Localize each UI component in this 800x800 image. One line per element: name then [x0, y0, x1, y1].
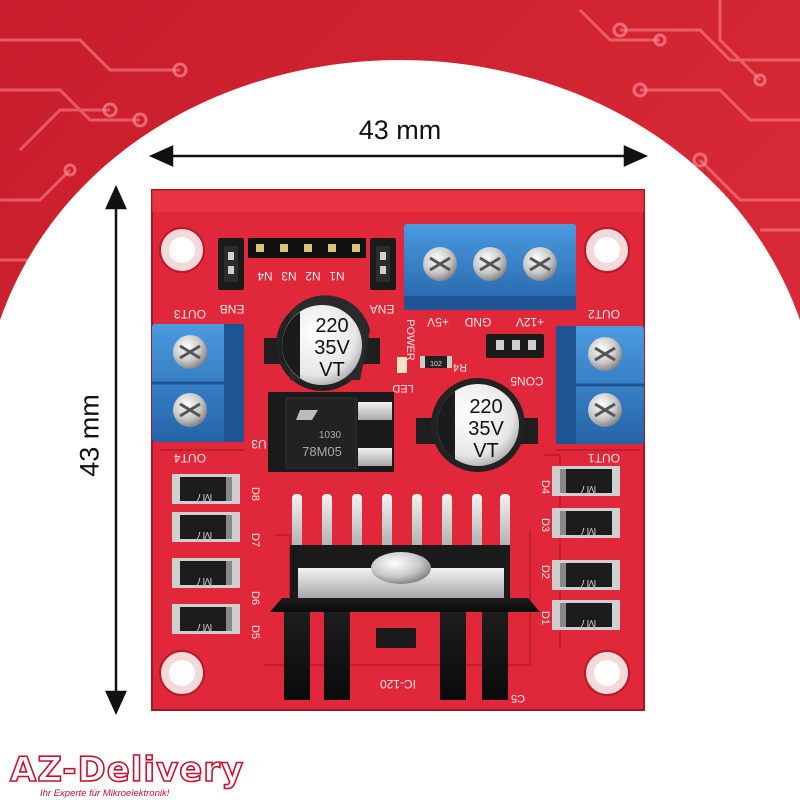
diode-code: M7: [579, 483, 596, 497]
label-out4: OUT4: [174, 451, 206, 465]
capacitor-left-value: 220: [315, 315, 348, 337]
screw-icon: [523, 247, 557, 281]
diode-right: M7: [552, 600, 620, 631]
brand-name: AZ-Delivery: [9, 749, 245, 791]
resistor-code: 102: [430, 361, 442, 368]
driver-ic-pins: [292, 494, 510, 554]
diode-left: M7: [172, 512, 240, 543]
capacitor-left-series: VT: [319, 359, 345, 381]
power-jumper: [486, 334, 544, 358]
label-plus12v: +12V: [516, 315, 544, 329]
mounting-hole: [159, 227, 205, 273]
enb-jumper: [218, 238, 244, 290]
label-plus5v: +5V: [427, 315, 449, 329]
label-d8: D8: [249, 487, 261, 501]
diode-code: M7: [579, 577, 596, 591]
heatsink: [270, 545, 540, 700]
screw-icon: [173, 393, 207, 427]
capacitor-left-voltage: 35V: [314, 337, 350, 359]
label-out1: OUT1: [588, 451, 620, 465]
label-d5: D5: [249, 625, 261, 639]
label-enb: ENB: [220, 302, 245, 316]
regulator-batch: 1030: [319, 430, 342, 441]
power-terminal-block: [404, 224, 576, 310]
label-n3: N3: [281, 269, 297, 283]
label-n2: N2: [305, 269, 321, 283]
st-logo-icon: [296, 410, 318, 420]
ena-jumper: [370, 238, 396, 290]
label-c5: C5: [511, 692, 525, 704]
screw-icon: [173, 335, 207, 369]
height-dimension-label: 43 mm: [74, 394, 105, 477]
label-d3: D3: [539, 518, 551, 532]
diode-left: M7: [172, 474, 240, 505]
label-gnd: GND: [464, 315, 491, 329]
width-dimension-label: 43 mm: [358, 115, 442, 145]
label-led: LED: [392, 382, 413, 394]
label-ic-part: IC-120: [380, 677, 416, 691]
regulator-code: 78M05: [302, 444, 342, 459]
capacitor-right-voltage: 35V: [468, 418, 504, 440]
capacitor-left: 220 35V VT: [264, 295, 380, 391]
diode-code: M7: [195, 529, 212, 543]
screw-icon: [423, 247, 457, 281]
resistor-r4: 102: [420, 356, 452, 368]
label-d6: D6: [249, 591, 261, 605]
diode-code: M7: [579, 617, 596, 631]
diode-code: M7: [195, 575, 212, 589]
screw-icon: [588, 393, 622, 427]
width-dimension-arrow: [148, 145, 649, 167]
label-d4: D4: [539, 480, 551, 494]
diode-left: M7: [172, 604, 240, 635]
motor-a-terminal-block: [152, 324, 244, 442]
screw-icon: [473, 247, 507, 281]
diode-code: M7: [195, 491, 212, 505]
mounting-hole: [584, 227, 630, 273]
diode-code: M7: [579, 525, 596, 539]
label-d2: D2: [539, 565, 551, 579]
label-con5: CON5: [510, 374, 544, 388]
diode-right: M7: [552, 508, 620, 539]
diode-left: M7: [172, 558, 240, 589]
label-out2: OUT2: [588, 307, 620, 321]
label-d1: D1: [539, 611, 551, 625]
label-ena: ENA: [370, 302, 395, 316]
diode-code: M7: [195, 621, 212, 635]
label-d7: D7: [249, 533, 261, 547]
label-n4: N4: [257, 269, 273, 283]
brand-tagline: Ihr Experte für Mikroelektronik!: [40, 788, 170, 799]
mounting-hole: [584, 650, 630, 696]
screw-icon: [588, 337, 622, 371]
mounting-hole: [159, 650, 205, 696]
label-u3: U3: [251, 437, 267, 451]
label-r4: R4: [453, 361, 467, 373]
motor-b-terminal-block: [556, 326, 644, 444]
capacitor-right: 220 35V VT: [416, 378, 538, 472]
label-out3: OUT3: [174, 307, 206, 321]
label-n1: N1: [329, 269, 345, 283]
label-power: POWER: [404, 319, 416, 361]
diode-right: M7: [552, 466, 620, 497]
brand-logo: AZ-Delivery Ihr Experte für Mikroelektro…: [9, 749, 260, 799]
power-led: [397, 357, 407, 373]
capacitor-right-series: VT: [473, 440, 499, 462]
diode-right: M7: [552, 560, 620, 591]
motor-driver-board: N4 N3 N2 N1 ENB ENA OUT3 OUT2 OUT4 OUT1 …: [151, 189, 645, 711]
pin-header: [248, 238, 366, 258]
height-dimension-arrow: [105, 184, 127, 716]
voltage-regulator: 1030 78M05: [268, 392, 394, 472]
capacitor-right-value: 220: [469, 396, 502, 418]
